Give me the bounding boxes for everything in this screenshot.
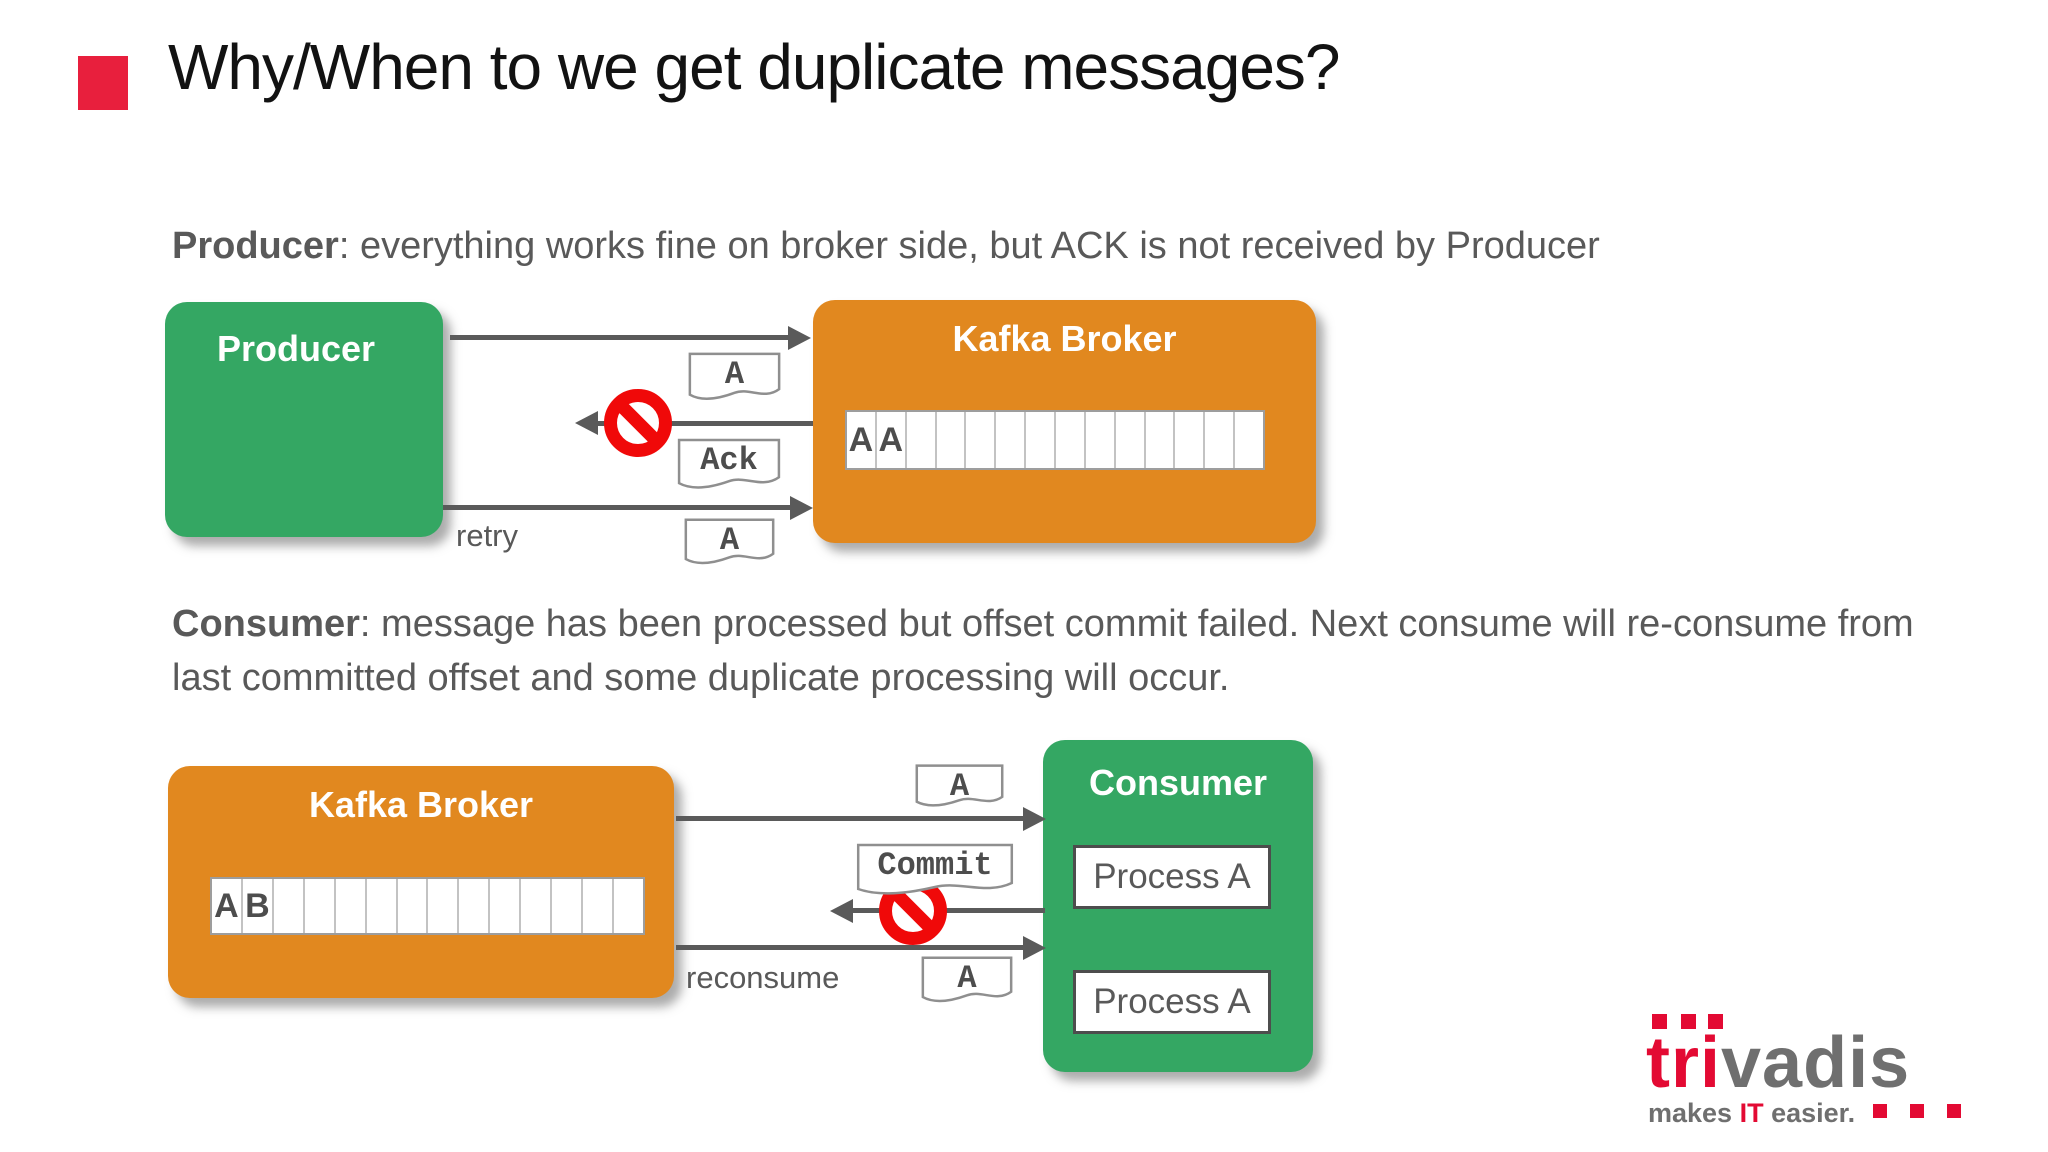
deliver-arrow-line xyxy=(676,816,1023,821)
partition-cell xyxy=(336,879,367,933)
partition-cell xyxy=(1116,412,1146,468)
logo-tagline-prefix: makes xyxy=(1648,1098,1740,1128)
consumer-paragraph-lead: Consumer xyxy=(172,603,360,645)
trivadis-logo: trivadis makes IT easier. xyxy=(1646,1012,2006,1132)
producer-box: Producer xyxy=(165,302,443,537)
partition-cell xyxy=(1146,412,1176,468)
retry-arrow-line xyxy=(443,505,790,510)
reconsume-arrow-head xyxy=(1023,936,1046,960)
commit-note-label: Commit xyxy=(877,847,993,884)
partition-cell xyxy=(937,412,967,468)
partition-cell xyxy=(367,879,398,933)
partition-cell xyxy=(907,412,937,468)
logo-square-icon xyxy=(1681,1014,1696,1029)
send-arrow-head xyxy=(788,326,811,350)
partition-cell xyxy=(398,879,429,933)
deliver-note: A xyxy=(915,764,1004,810)
consumer-paragraph-body: : message has been processed but offset … xyxy=(172,603,1914,699)
consumer-box-label: Consumer xyxy=(1088,762,1268,803)
partition-cell: A xyxy=(212,879,243,933)
logo-wordmark: trivadis xyxy=(1646,1022,1910,1104)
logo-tagline-suffix: easier. xyxy=(1763,1098,1856,1128)
producer-paragraph: Producer: everything works fine on broke… xyxy=(172,220,1600,274)
partition-cell xyxy=(583,879,614,933)
message-note-a-label: A xyxy=(724,356,745,393)
commit-note: Commit xyxy=(855,843,1015,899)
partition-cell xyxy=(1175,412,1206,468)
page-title: Why/When to we get duplicate messages? xyxy=(168,31,1340,103)
partition-cell xyxy=(490,879,522,933)
kafka-broker-label-top: Kafka Broker xyxy=(952,318,1177,359)
partition-cell: A xyxy=(847,412,877,468)
process-box-1: Process A xyxy=(1073,845,1271,909)
consumer-paragraph: Consumer: message has been processed but… xyxy=(172,598,1952,706)
partition-cell xyxy=(274,879,305,933)
send-arrow-line xyxy=(450,335,788,340)
commit-arrow-line xyxy=(852,908,1045,913)
logo-square-icon xyxy=(1708,1014,1723,1029)
logo-dot-icon xyxy=(1873,1104,1887,1118)
producer-box-label: Producer xyxy=(217,328,376,369)
logo-wordmark-primary: tri xyxy=(1646,1023,1721,1103)
deliver-note-label: A xyxy=(949,768,970,805)
ack-note: Ack xyxy=(677,438,781,493)
retry-note: A xyxy=(684,518,775,568)
retry-note-label: A xyxy=(719,522,740,559)
partition-cell xyxy=(996,412,1027,468)
partition-cell xyxy=(459,879,491,933)
ack-arrow-line xyxy=(597,421,813,426)
partition-cell xyxy=(552,879,584,933)
logo-tagline-accent: IT xyxy=(1739,1098,1764,1128)
prohibition-icon xyxy=(604,389,672,457)
process-box-2: Process A xyxy=(1073,970,1271,1034)
partition-cell xyxy=(966,412,997,468)
logo-wordmark-secondary: vadis xyxy=(1721,1023,1911,1103)
partition-cell xyxy=(1235,412,1263,468)
logo-dot-icon xyxy=(1910,1104,1924,1118)
producer-paragraph-body: : everything works fine on broker side, … xyxy=(338,225,1600,267)
reconsume-label: reconsume xyxy=(686,960,840,995)
partition-cell xyxy=(1026,412,1057,468)
partition-cell: A xyxy=(877,412,907,468)
ack-arrow-head xyxy=(575,411,598,435)
deliver-arrow-head xyxy=(1023,807,1046,831)
partition-cell xyxy=(521,879,553,933)
logo-tagline: makes IT easier. xyxy=(1648,1098,1855,1129)
retry-label: retry xyxy=(456,518,518,553)
kafka-broker-label-bottom: Kafka Broker xyxy=(308,784,534,825)
partition-cell: B xyxy=(243,879,274,933)
partition-cell xyxy=(614,879,643,933)
producer-paragraph-lead: Producer xyxy=(172,225,339,267)
logo-square-icon xyxy=(1652,1014,1667,1029)
reconsume-note-label: A xyxy=(957,960,977,997)
title-bullet-square xyxy=(78,56,128,110)
reconsume-arrow-line xyxy=(676,945,1023,950)
message-note-a: A xyxy=(688,352,781,404)
partition-cell xyxy=(1205,412,1236,468)
logo-dot-icon xyxy=(1947,1104,1961,1118)
reconsume-note: A xyxy=(921,956,1013,1006)
partition-cell xyxy=(1056,412,1086,468)
ack-note-label: Ack xyxy=(700,442,758,479)
retry-arrow-head xyxy=(790,496,813,520)
partition-cell xyxy=(428,879,460,933)
commit-arrow-head xyxy=(830,899,853,923)
partition-cell xyxy=(1086,412,1116,468)
partition-cell xyxy=(305,879,336,933)
